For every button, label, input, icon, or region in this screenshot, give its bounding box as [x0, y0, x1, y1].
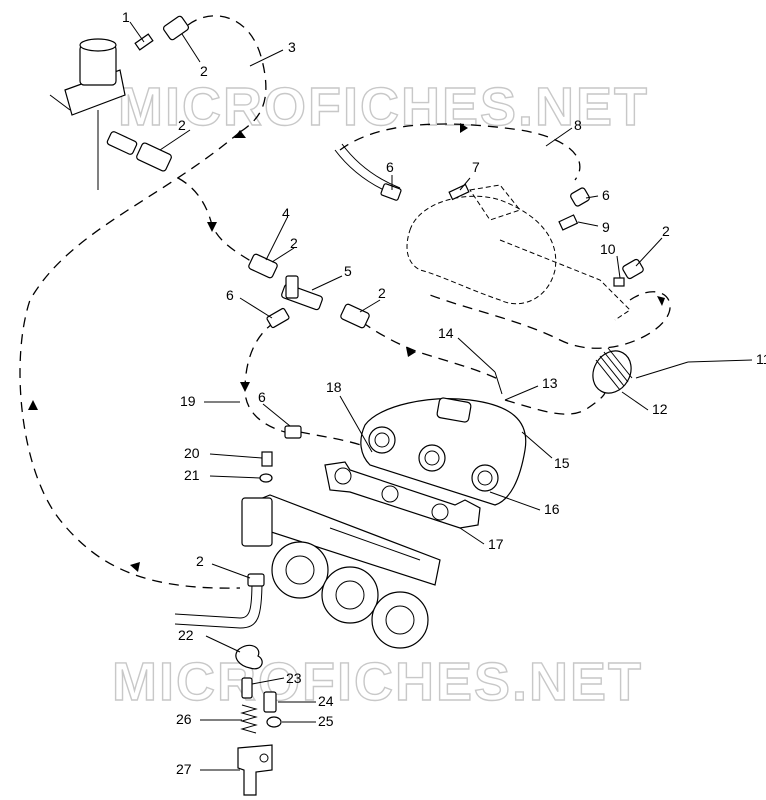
hose-2-lower — [174, 573, 265, 629]
watermark-top: MICROFICHES.NET — [118, 77, 649, 137]
callout-1: 1 — [122, 9, 130, 25]
arrow-icon — [207, 222, 217, 232]
callout-27: 27 — [176, 761, 192, 777]
callout-9: 9 — [602, 219, 610, 235]
callout-21: 21 — [184, 467, 200, 483]
exhaust-manifold-16 — [360, 397, 527, 506]
screw-24 — [263, 691, 277, 713]
callout-7: 7 — [472, 159, 480, 175]
hose-route-upper-left — [177, 177, 263, 269]
callout-11: 11 — [756, 351, 766, 367]
washer-25 — [266, 716, 282, 728]
callout-25: 25 — [318, 713, 334, 729]
callout-labels: 1 2 3 2 8 6 7 6 9 2 4 2 10 5 6 2 14 11 1… — [122, 9, 766, 777]
arrow-icon — [234, 130, 246, 138]
callout-2: 2 — [662, 223, 670, 239]
callout-19: 19 — [180, 393, 196, 409]
fitting-7 — [448, 183, 470, 201]
hose-route-right — [429, 291, 671, 349]
stud-14 — [494, 371, 503, 395]
connector-2-top — [162, 15, 190, 41]
callout-18: 18 — [326, 379, 342, 395]
watermark-bottom: MICROFICHES.NET — [112, 652, 643, 712]
callout-16: 16 — [544, 501, 560, 517]
callout-4: 4 — [282, 205, 290, 221]
callout-2: 2 — [178, 117, 186, 133]
tube-connector-2-left — [106, 131, 172, 172]
engine-block — [241, 494, 441, 649]
gasket-22 — [235, 644, 263, 670]
callout-6: 6 — [386, 159, 394, 175]
fitting-6-tee — [266, 307, 290, 329]
housing-27 — [237, 744, 273, 796]
callout-12: 12 — [652, 401, 668, 417]
leader-lines — [129, 21, 753, 771]
callout-3: 3 — [288, 39, 296, 55]
callout-6: 6 — [226, 287, 234, 303]
callout-20: 20 — [184, 445, 200, 461]
connector-4 — [248, 253, 278, 279]
connector-2-right — [622, 258, 644, 280]
fitting-6-right — [570, 187, 590, 207]
hose-route-left-loop — [19, 131, 241, 589]
callout-23: 23 — [286, 670, 302, 686]
bolt-20 — [261, 451, 273, 467]
callout-2: 2 — [290, 235, 298, 251]
arrow-icon — [28, 400, 38, 410]
arrow-icon — [460, 123, 468, 133]
arrow-icon — [406, 347, 416, 357]
fitting-6-lower — [284, 425, 302, 439]
hose-route-6-to-19 — [244, 321, 286, 433]
callout-6: 6 — [602, 187, 610, 203]
callout-2: 2 — [200, 63, 208, 79]
callout-17: 17 — [488, 536, 504, 552]
callout-6: 6 — [258, 389, 266, 405]
callout-26: 26 — [176, 711, 192, 727]
arrow-icon — [240, 382, 250, 392]
hose-route-5-to-14 — [361, 321, 501, 381]
washer-21 — [259, 473, 273, 483]
fitting-23 — [241, 677, 253, 699]
arrow-icon — [657, 296, 665, 306]
exhaust-manifold-upper — [406, 184, 631, 321]
callout-24: 24 — [318, 693, 334, 709]
callout-2: 2 — [378, 285, 386, 301]
callout-8: 8 — [574, 117, 582, 133]
callout-14: 14 — [438, 325, 454, 341]
hose-route-8 — [339, 123, 581, 181]
fitting-10 — [613, 277, 625, 287]
callout-5: 5 — [344, 263, 352, 279]
gasket-17 — [324, 461, 481, 529]
spring-26 — [240, 704, 258, 734]
hose-6-upper — [334, 143, 402, 201]
callout-2: 2 — [196, 553, 204, 569]
hose-route-13 — [504, 391, 606, 415]
clamp-11 — [635, 361, 689, 379]
callout-22: 22 — [178, 627, 194, 643]
callout-15: 15 — [554, 455, 570, 471]
hose-route-3 — [187, 15, 267, 133]
callout-13: 13 — [542, 375, 558, 391]
arrow-icon — [130, 562, 140, 572]
connector-2-mid — [340, 303, 370, 329]
callout-10: 10 — [600, 241, 616, 257]
tee-fitting-5 — [281, 275, 323, 311]
fitting-9 — [558, 214, 579, 231]
pump-housing — [49, 38, 126, 190]
bellows-12 — [592, 347, 633, 394]
